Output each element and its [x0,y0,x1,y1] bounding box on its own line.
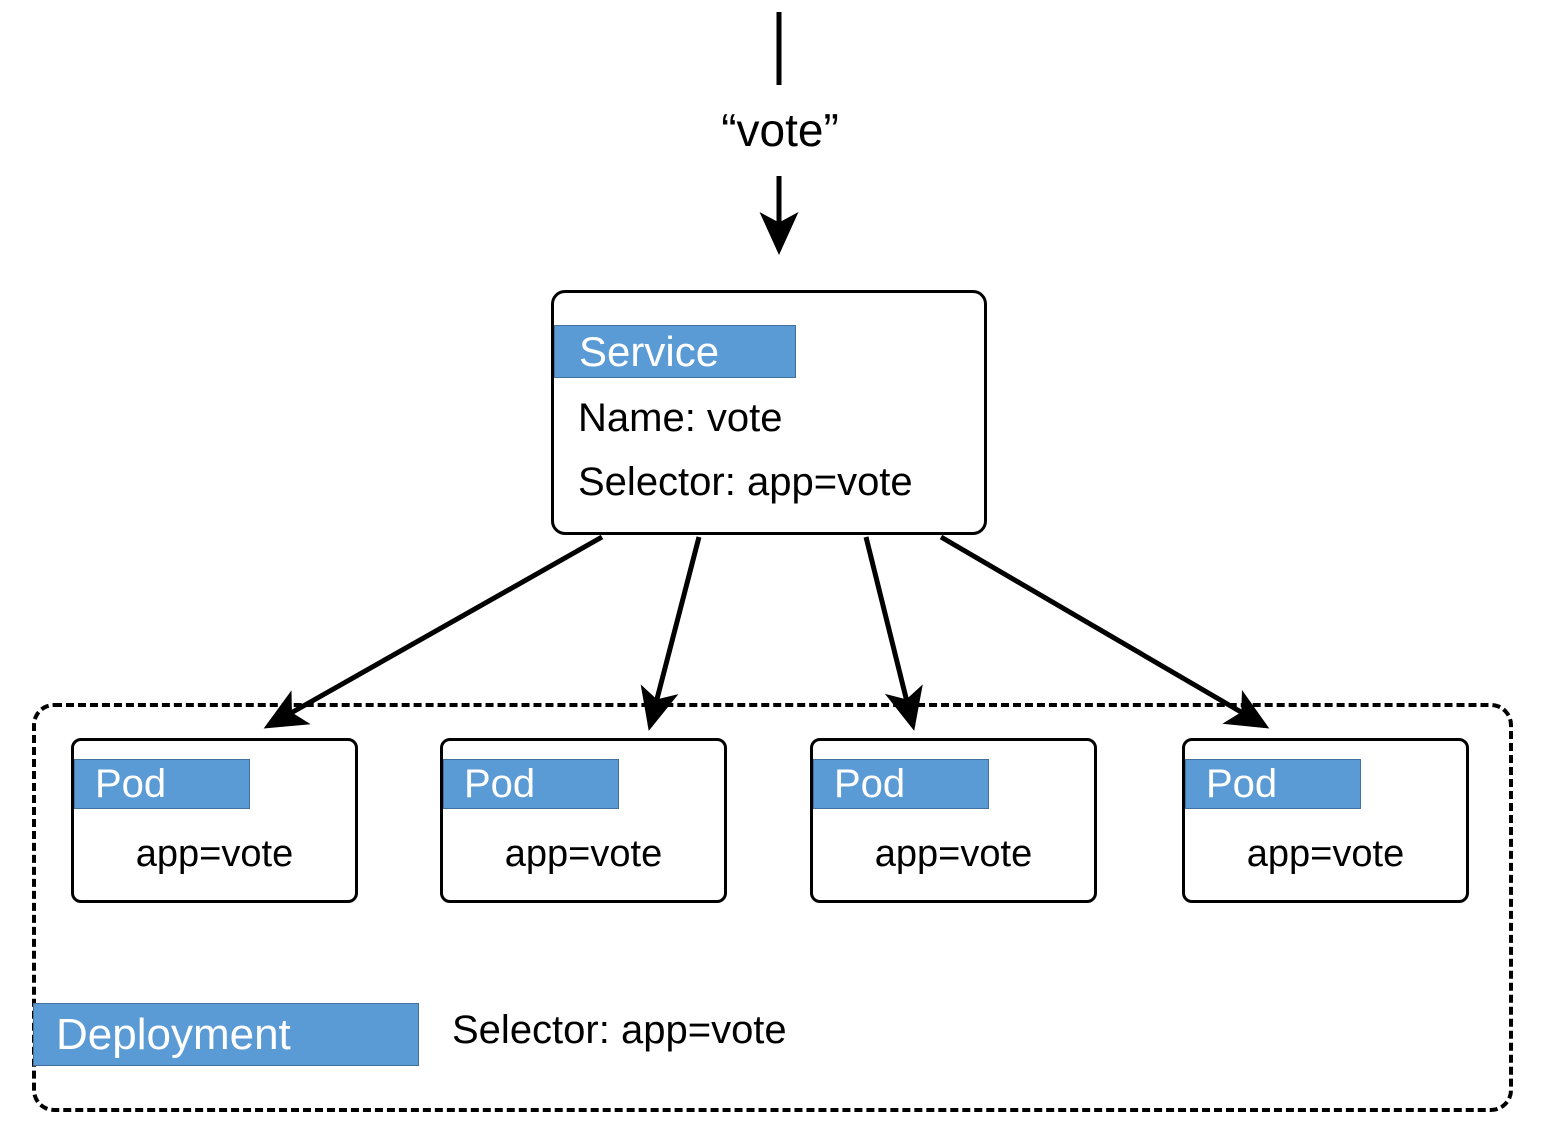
pod-badge: Pod [74,759,250,809]
pod-card-2[interactable]: Pod app=vote [440,738,727,903]
pod-card-1[interactable]: Pod app=vote [71,738,358,903]
pod-badge: Pod [813,759,989,809]
deployment-container[interactable] [32,703,1513,1112]
service-card[interactable]: Service Name: vote Selector: app=vote [551,290,987,535]
ingress-label: “vote” [721,104,839,156]
pod-label: app=vote [135,833,294,875]
deployment-selector-text: Selector: app=vote [452,1008,787,1052]
service-selector-text: Selector: app=vote [578,460,913,504]
pod-label: app=vote [504,833,663,875]
service-to-pod-3-arrow [863,536,923,731]
pod-badge: Pod [1185,759,1361,809]
service-name-text: Name: vote [578,396,783,440]
service-to-pod-1-arrow [263,534,604,729]
pod-card-3[interactable]: Pod app=vote [810,738,1097,903]
service-to-pod-4-arrow [939,534,1270,729]
pod-label: app=vote [1246,833,1405,875]
pod-card-4[interactable]: Pod app=vote [1182,738,1469,903]
deployment-badge: Deployment [33,1003,419,1066]
pod-label: app=vote [874,833,1033,875]
pod-badge: Pod [443,759,619,809]
service-badge: Service [554,325,796,378]
service-to-pod-2-arrow [640,536,702,731]
